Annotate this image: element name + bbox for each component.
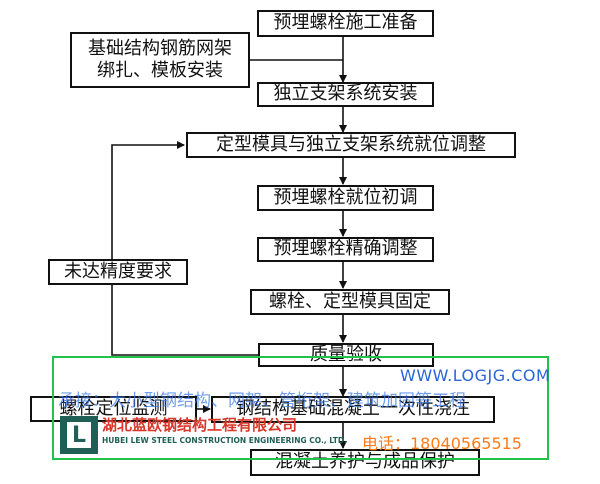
node-fail-label: 未达精度要求	[48, 259, 188, 285]
node-support-install: 独立支架系统安装	[257, 82, 434, 107]
node-fix: 螺栓、定型模具固定	[250, 289, 450, 315]
company-logo: L	[60, 416, 98, 454]
watermark-services: 承接：大小型钢结构、网架、管桁架、建筑加固等工程	[58, 391, 466, 411]
node-fine-adjust: 预埋螺栓精确调整	[257, 237, 434, 262]
watermark-phone: 电话：18040565515	[362, 434, 522, 453]
node-adjust-system: 定型模具与独立支架系统就位调整	[186, 132, 516, 158]
watermark-company-cn: 湖北蓝欧钢结构工程有限公司	[102, 416, 298, 434]
logo-letter: L	[67, 422, 91, 448]
watermark-url: WWW.LOGJG.COM	[400, 366, 551, 385]
node-pour: 钢结构基础混凝土一次性浇注	[211, 396, 495, 423]
watermark-frame	[52, 356, 549, 460]
watermark-company-en: HUBEI LEW STEEL CONSTRUCTION ENGINEERING…	[102, 436, 347, 445]
node-cure: 混凝土养护与成品保护	[250, 449, 480, 476]
feedback-loop-line	[111, 141, 258, 356]
node-inspect: 质量验收	[258, 343, 434, 367]
node-prep: 预埋螺栓施工准备	[257, 10, 434, 37]
node-monitor: 螺栓定位监测	[30, 396, 197, 422]
node-initial-adjust: 预埋螺栓就位初调	[257, 185, 434, 211]
node-rebar: 基础结构钢筋网架 绑扎、模板安装	[70, 32, 250, 88]
